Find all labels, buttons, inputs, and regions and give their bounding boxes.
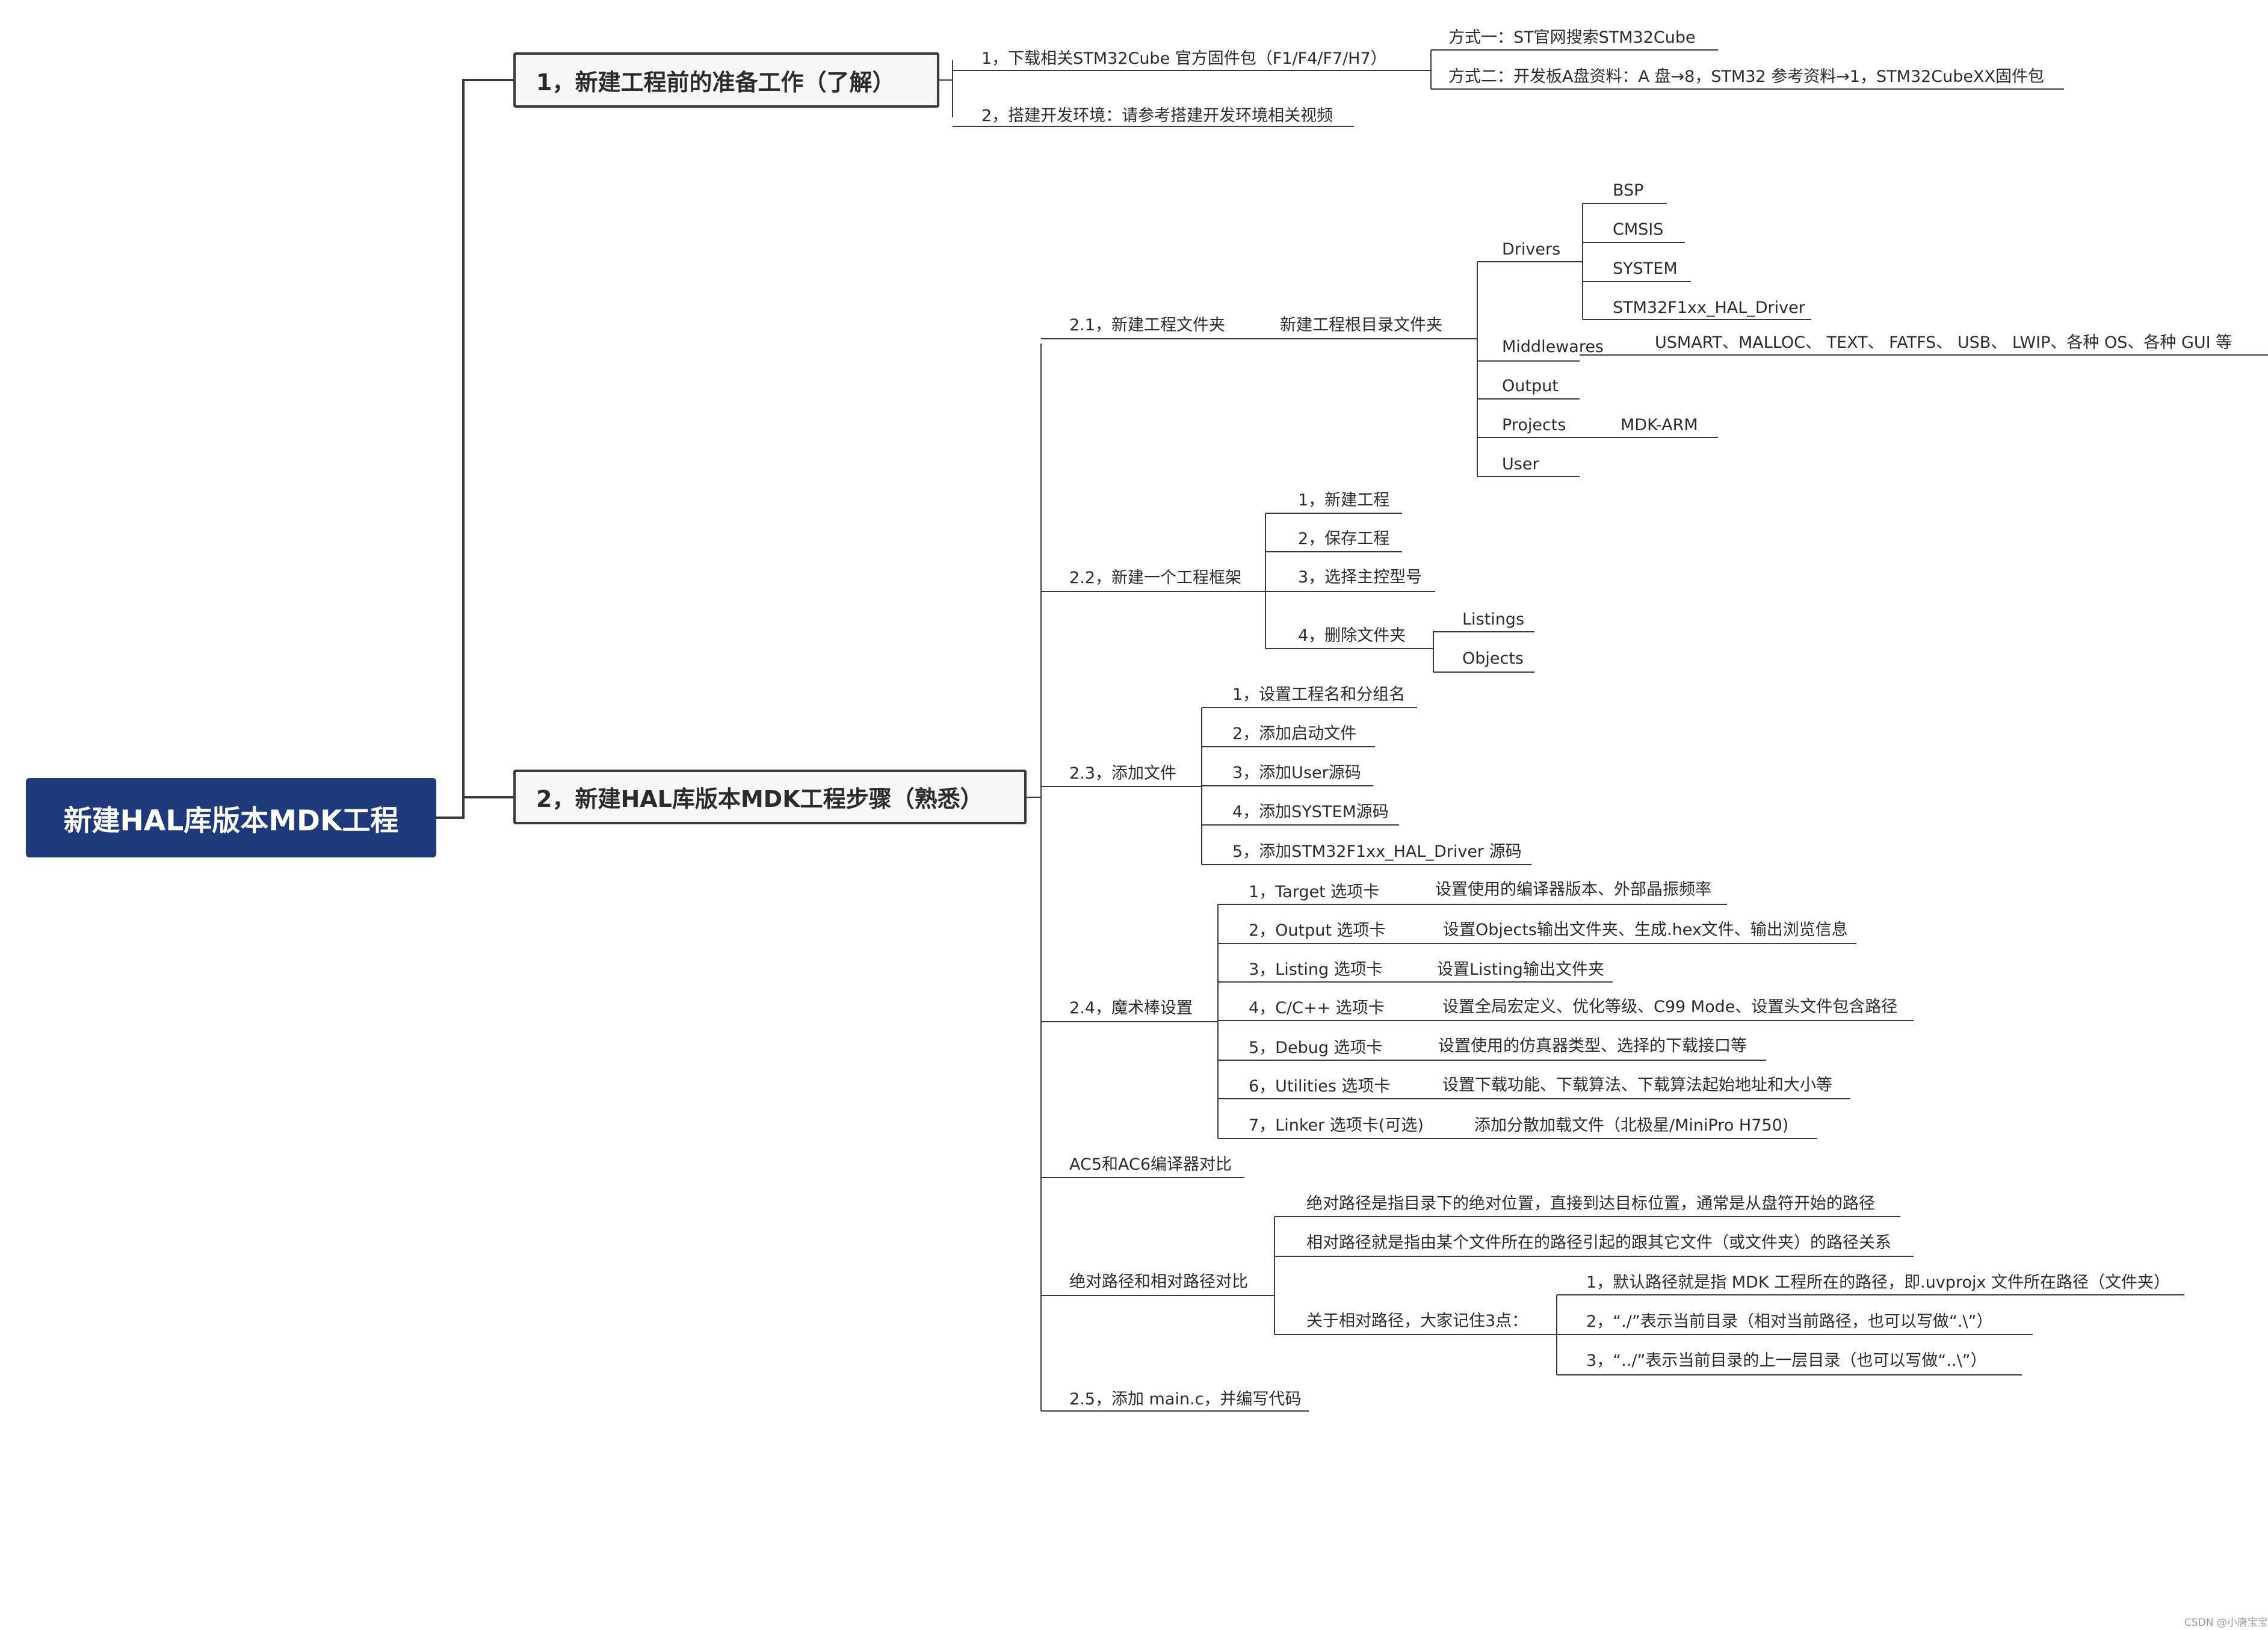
s1-env[interactable]: 2，搭建开发环境：请参考搭建开发环境相关视频 bbox=[981, 107, 1333, 125]
node-2-5[interactable]: 2.5，添加 main.c，并编写代码 bbox=[1069, 1390, 1302, 1409]
folder-system[interactable]: SYSTEM bbox=[1613, 259, 1678, 278]
files-step1[interactable]: 1，设置工程名和分组名 bbox=[1232, 685, 1406, 704]
middlewares-detail[interactable]: USMART、MALLOC、 TEXT、 FATFS、 USB、 LWIP、各种… bbox=[1655, 333, 2232, 352]
node-2-1[interactable]: 2.1，新建工程文件夹 bbox=[1069, 316, 1225, 335]
folder-drivers[interactable]: Drivers bbox=[1502, 240, 1561, 259]
folder-objects[interactable]: Objects bbox=[1462, 649, 1524, 668]
framework-step3[interactable]: 3，选择主控型号 bbox=[1298, 568, 1423, 587]
tab-linker[interactable]: 7，Linker 选项卡(可选) bbox=[1249, 1116, 1424, 1135]
root-node[interactable]: 新建HAL库版本MDK工程 bbox=[26, 778, 436, 857]
framework-step4[interactable]: 4，删除文件夹 bbox=[1298, 626, 1406, 645]
tab-utilities-detail[interactable]: 设置下载功能、下载算法、下载算法起始地址和大小等 bbox=[1442, 1076, 1832, 1094]
watermark: CSDN @小唐宝宝 bbox=[2184, 1617, 2268, 1629]
folder-mdk-arm[interactable]: MDK-ARM bbox=[1621, 416, 1698, 434]
tab-cpp[interactable]: 4，C/C++ 选项卡 bbox=[1249, 999, 1385, 1017]
path-note-3[interactable]: 3，“../”表示当前目录的上一层目录（也可以写做“..\”） bbox=[1586, 1351, 1987, 1370]
framework-step2[interactable]: 2，保存工程 bbox=[1298, 529, 1390, 548]
node-ac5-ac6[interactable]: AC5和AC6编译器对比 bbox=[1069, 1155, 1232, 1174]
folder-listings[interactable]: Listings bbox=[1462, 610, 1525, 629]
path-note-2[interactable]: 2，“./”表示当前目录（相对当前路径，也可以写做“.\”） bbox=[1586, 1312, 1993, 1331]
folder-hal-driver[interactable]: STM32F1xx_HAL_Driver bbox=[1613, 298, 1805, 317]
s1-download[interactable]: 1，下载相关STM32Cube 官方固件包（F1/F4/F7/H7） bbox=[981, 49, 1387, 68]
tab-output[interactable]: 2，Output 选项卡 bbox=[1249, 921, 1386, 940]
folder-output[interactable]: Output bbox=[1502, 377, 1559, 395]
framework-step1[interactable]: 1，新建工程 bbox=[1298, 491, 1390, 510]
tab-output-detail[interactable]: 设置Objects输出文件夹、生成.hex文件、输出浏览信息 bbox=[1443, 921, 1848, 939]
node-2-2[interactable]: 2.2，新建一个工程框架 bbox=[1069, 569, 1241, 587]
tab-utilities[interactable]: 6，Utilities 选项卡 bbox=[1249, 1077, 1391, 1096]
tab-cpp-detail[interactable]: 设置全局宏定义、优化等级、C99 Mode、设置头文件包含路径 bbox=[1442, 998, 1898, 1016]
connector bbox=[436, 79, 513, 819]
path-relative[interactable]: 相对路径就是指由某个文件所在的路径引起的跟其它文件（或文件夹）的路径关系 bbox=[1306, 1233, 1891, 1252]
folder-middlewares[interactable]: Middlewares bbox=[1502, 338, 1604, 356]
node-2-4[interactable]: 2.4，魔术棒设置 bbox=[1069, 999, 1193, 1017]
files-step3[interactable]: 3，添加User源码 bbox=[1232, 764, 1361, 782]
tab-linker-detail[interactable]: 添加分散加载文件（北极星/MiniPro H750) bbox=[1474, 1116, 1789, 1135]
path-notes[interactable]: 关于相对路径，大家记住3点： bbox=[1306, 1312, 1528, 1330]
folder-user[interactable]: User bbox=[1502, 455, 1539, 474]
tab-debug[interactable]: 5，Debug 选项卡 bbox=[1249, 1039, 1383, 1057]
tab-listing-detail[interactable]: 设置Listing输出文件夹 bbox=[1437, 960, 1604, 979]
folder-cmsis[interactable]: CMSIS bbox=[1613, 220, 1664, 239]
s1-way2[interactable]: 方式二：开发板A盘资料：A 盘→8，STM32 参考资料→1，STM32Cube… bbox=[1448, 67, 2044, 86]
tab-listing[interactable]: 3，Listing 选项卡 bbox=[1249, 960, 1383, 979]
path-absolute[interactable]: 绝对路径是指目录下的绝对位置，直接到达目标位置，通常是从盘符开始的路径 bbox=[1306, 1194, 1875, 1213]
files-step4[interactable]: 4，添加SYSTEM源码 bbox=[1232, 803, 1389, 821]
folder-projects[interactable]: Projects bbox=[1502, 416, 1566, 434]
path-note-1[interactable]: 1，默认路径就是指 MDK 工程所在的路径，即.uvprojx 文件所在路径（文… bbox=[1586, 1273, 2171, 1292]
section-1-node[interactable]: 1，新建工程前的准备工作（了解） bbox=[513, 52, 939, 108]
tab-target-detail[interactable]: 设置使用的编译器版本、外部晶振频率 bbox=[1435, 880, 1711, 899]
files-step5[interactable]: 5，添加STM32F1xx_HAL_Driver 源码 bbox=[1232, 842, 1522, 861]
root-folder[interactable]: 新建工程根目录文件夹 bbox=[1280, 316, 1442, 335]
tab-debug-detail[interactable]: 设置使用的仿真器类型、选择的下载接口等 bbox=[1438, 1037, 1747, 1055]
section-2-node[interactable]: 2，新建HAL库版本MDK工程步骤（熟悉） bbox=[513, 770, 1027, 824]
node-2-3[interactable]: 2.3，添加文件 bbox=[1069, 764, 1176, 783]
s1-way1[interactable]: 方式一：ST官网搜索STM32Cube bbox=[1448, 28, 1696, 47]
node-paths[interactable]: 绝对路径和相对路径对比 bbox=[1069, 1273, 1248, 1291]
files-step2[interactable]: 2，添加启动文件 bbox=[1232, 724, 1357, 743]
tab-target[interactable]: 1，Target 选项卡 bbox=[1249, 883, 1380, 901]
folder-bsp[interactable]: BSP bbox=[1613, 181, 1644, 200]
